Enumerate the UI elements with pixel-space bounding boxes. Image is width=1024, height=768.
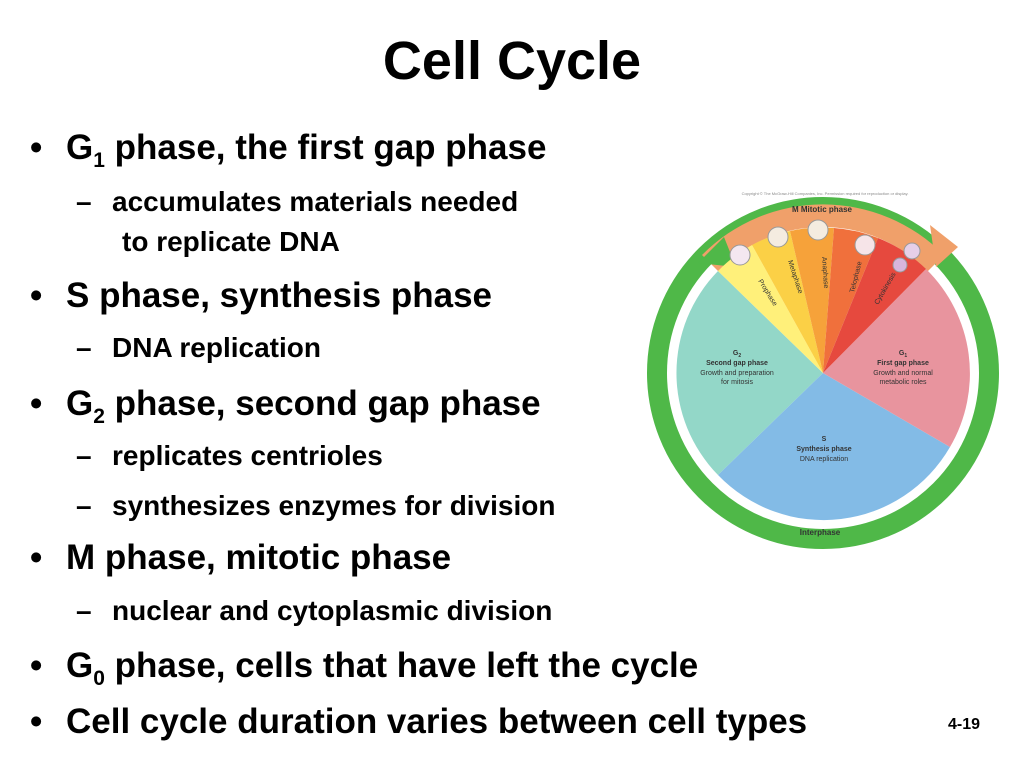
bullet-s: •S phase, synthesis phase — [30, 276, 493, 315]
copyright-text: Copyright © The McGraw-Hill Companies, I… — [742, 191, 909, 196]
telophase-cell — [854, 234, 876, 256]
g1-sector — [823, 269, 970, 447]
g2-sector — [676, 271, 823, 475]
g2-desc: Growth and preparation — [700, 370, 774, 377]
interphase-arrowhead — [698, 237, 736, 267]
metaphase-wedge — [752, 231, 823, 373]
g2-title: G2 — [733, 350, 741, 359]
interphase-label: Interphase — [800, 528, 841, 537]
cytokinesis-cell — [903, 242, 921, 260]
bullet-g1: •G1 phase, the first gap phase — [30, 128, 547, 172]
slide-title: Cell Cycle — [382, 31, 642, 91]
sub-bullet: –synthesizes enzymes for division — [76, 490, 556, 521]
g2-name: Second gap phase — [706, 360, 768, 367]
g2-label-group: G2 Second gap phase Growth and preparati… — [700, 350, 774, 386]
bullet-dot: • — [30, 276, 43, 315]
g1-title: G1 — [899, 350, 907, 359]
m-phase-label: M Mitotic phase — [792, 205, 853, 214]
s-name: Synthesis phase — [796, 446, 851, 453]
metaphase-cell — [767, 226, 789, 248]
s-desc: DNA replication — [800, 456, 848, 463]
cytokinesis-cell — [892, 257, 908, 273]
telophase-wedge — [823, 228, 878, 373]
s-title: S — [822, 436, 827, 443]
g1-label-group: G1 First gap phase Growth and normal met… — [873, 350, 933, 386]
sub-bullet: –nuclear and cytoplasmic division — [76, 595, 553, 626]
g1-name: First gap phase — [877, 360, 929, 367]
bullet-m: •M phase, mitotic phase — [30, 538, 452, 577]
prophase-wedge — [718, 245, 823, 373]
anaphase-cell — [807, 219, 829, 241]
bullet-dot: • — [30, 128, 43, 167]
cell-cycle-diagram: Copyright © The McGraw-Hill Companies, I… — [647, 191, 999, 549]
s-label-group: S Synthesis phase DNA replication — [796, 436, 851, 463]
anaphase-label: Anaphase — [820, 257, 829, 289]
m-phase-arrowhead — [930, 225, 958, 267]
sub-bullet: –accumulates materials needed — [76, 186, 519, 217]
g2-desc: for mitosis — [721, 379, 753, 386]
bullet-g0: •G0 phase, cells that have left the cycl… — [30, 646, 699, 690]
bullet-dot: • — [30, 538, 43, 577]
bullet-dot: • — [30, 646, 43, 685]
sub-bullet: –replicates centrioles — [76, 440, 383, 471]
sub-bullet: –DNA replication — [76, 332, 321, 363]
bullet-dot: • — [30, 702, 43, 741]
s-sector — [718, 373, 950, 521]
m-phase-band — [702, 204, 944, 277]
bullet-dot: • — [30, 384, 43, 423]
sub-bullet-continued: to replicate DNA — [122, 226, 340, 257]
bullet-g2: •G2 phase, second gap phase — [30, 384, 541, 428]
bullet-duration: •Cell cycle duration varies between cell… — [30, 702, 808, 741]
prophase-cell — [729, 244, 751, 266]
g1-desc: Growth and normal — [873, 370, 933, 377]
anaphase-wedge — [790, 227, 834, 373]
slide-number: 4-19 — [948, 716, 981, 733]
g1-desc: metabolic roles — [879, 379, 927, 386]
